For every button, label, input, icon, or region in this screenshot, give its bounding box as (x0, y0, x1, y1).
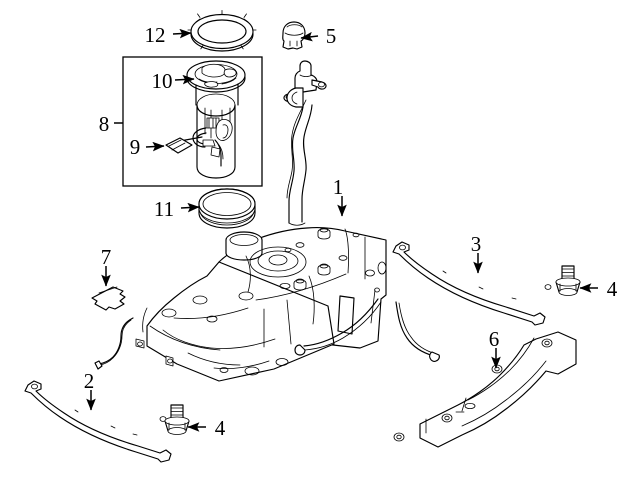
part-fuel-tank (135, 227, 387, 382)
callout-label-7: 7 (101, 245, 112, 269)
callout-box-fuel-pump-module (122, 56, 263, 187)
part-strap-bolt-left (164, 404, 190, 435)
part-fuel-tank-heat-shield (393, 331, 577, 448)
callout-label-5: 5 (326, 24, 337, 48)
tank-stud (293, 278, 307, 291)
part-fuel-filler-neck (283, 60, 327, 226)
callout-leaders (86, 28, 598, 432)
callout-label-4-left: 4 (215, 416, 226, 440)
part-filler-vent-cap (282, 21, 306, 50)
callout-label-9: 9 (130, 135, 141, 159)
callout-label-8: 8 (99, 112, 110, 136)
callout-label-12: 12 (145, 23, 166, 47)
tank-stud (317, 263, 331, 276)
part-fuel-tank-seal-ring (198, 188, 256, 229)
part-fuel-tank-strap-right (392, 241, 552, 326)
part-fuel-tank-strap-left (24, 380, 172, 463)
callout-label-10: 10 (152, 69, 173, 93)
callout-numbers: 1 2 3 4 4 5 6 7 8 9 10 11 12 (84, 23, 618, 440)
callout-label-2: 2 (84, 369, 95, 393)
callout-label-3: 3 (471, 232, 482, 256)
part-tank-vent-hoses (94, 298, 440, 370)
tank-stud (317, 227, 331, 240)
part-fuel-pump-gasket (165, 137, 193, 154)
part-fuel-pump-lock-ring (187, 10, 257, 52)
callout-label-6: 6 (489, 327, 500, 351)
part-strap-bolt-right (555, 265, 581, 296)
part-tank-protector-plate (91, 286, 126, 311)
callout-label-4-right: 4 (607, 277, 618, 301)
callout-label-11: 11 (154, 197, 174, 221)
callout-label-1: 1 (333, 175, 344, 199)
part-fuel-pump-module-assembly (179, 60, 246, 179)
